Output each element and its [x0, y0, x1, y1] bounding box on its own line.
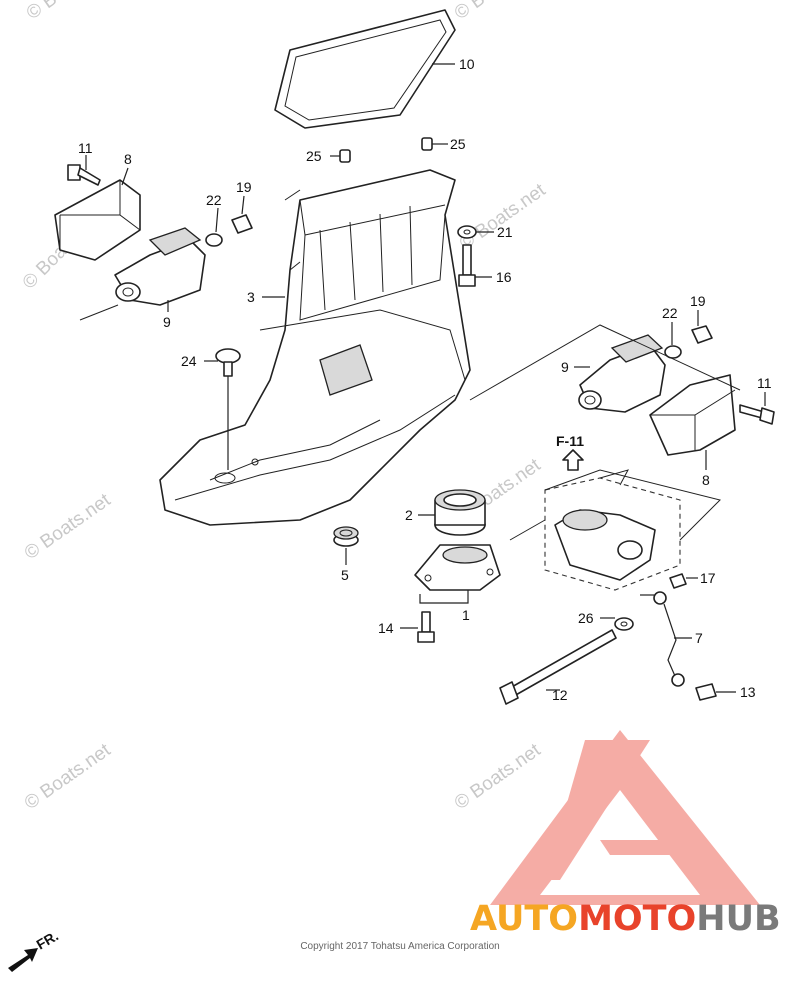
- part-2-bearing: [434, 489, 486, 536]
- brand-logo: [490, 730, 760, 905]
- callout-7: 7: [695, 630, 703, 646]
- callout-25-right: 25: [450, 136, 466, 152]
- callout-14: 14: [378, 620, 394, 636]
- figure-ref-arrow: [562, 449, 584, 471]
- svg-text:AUTOMOTOHUB: AUTOMOTOHUB: [470, 899, 781, 939]
- part-14-bolt: [417, 611, 435, 643]
- callout-16: 16: [496, 269, 512, 285]
- part-3-gear-case: [159, 169, 471, 526]
- callout-1: 1: [462, 607, 470, 623]
- part-17-bolt: [669, 573, 687, 589]
- callout-22-right: 22: [662, 305, 678, 321]
- part-13-bolt: [695, 683, 717, 701]
- part-21-washer: [457, 225, 477, 239]
- callout-2: 2: [405, 507, 413, 523]
- part-1-housing: [414, 544, 501, 591]
- watermark-1: © Boats.net: [23, 0, 117, 24]
- callout-25-left: 25: [306, 148, 322, 164]
- callout-12: 12: [552, 687, 568, 703]
- watermark-4: © Boats.net: [456, 179, 550, 254]
- brand-moto: MOTO: [578, 899, 696, 939]
- callout-9-left: 9: [163, 314, 171, 330]
- left-mount-group: [54, 164, 253, 321]
- callout-9-right: 9: [561, 359, 569, 375]
- figure-ref: F-11: [556, 433, 584, 449]
- watermark-7: © Boats.net: [21, 739, 115, 814]
- brand-hub: HUB: [696, 899, 780, 939]
- watermark-8: © Boats.net: [451, 739, 545, 814]
- watermark-5: © Boats.net: [21, 489, 115, 564]
- part-12-bolt: [499, 629, 617, 705]
- f11-callout-box: [509, 469, 721, 591]
- callout-24: 24: [181, 353, 197, 369]
- part-10-gasket: [274, 9, 456, 129]
- callout-8-left: 8: [124, 151, 132, 167]
- callout-21: 21: [497, 224, 513, 240]
- right-mount-group: [469, 324, 775, 456]
- brand-auto: AUTO: [470, 899, 578, 939]
- part-7-ground-wire: [653, 591, 685, 687]
- callout-19-left: 19: [236, 179, 252, 195]
- callout-19-right: 19: [690, 293, 706, 309]
- part-16-bolt: [458, 244, 476, 287]
- watermark-2: © Boats.net: [451, 0, 545, 24]
- leader-lines: [85, 63, 766, 693]
- part-5-seal: [333, 526, 359, 547]
- part-25-pins: [339, 137, 433, 163]
- callout-11-left: 11: [78, 140, 93, 156]
- callout-10: 10: [459, 56, 475, 72]
- callout-8-right: 8: [702, 472, 710, 488]
- front-direction-arrow: [8, 948, 38, 972]
- callout-13: 13: [740, 684, 756, 700]
- callout-labels: 10 11 8 19 22 25 25 21 16 3 9 24 22 19 9…: [34, 56, 772, 953]
- callout-5: 5: [341, 567, 349, 583]
- callout-17: 17: [700, 570, 716, 586]
- copyright-text: Copyright 2017 Tohatsu America Corporati…: [300, 941, 500, 952]
- callout-26: 26: [578, 610, 594, 626]
- brand-wordmark: AUTOMOTOHUB: [470, 899, 781, 939]
- part-26-washer: [614, 617, 634, 631]
- callout-3: 3: [247, 289, 255, 305]
- callout-11-right: 11: [757, 375, 772, 391]
- part-24-plug: [215, 348, 241, 377]
- callout-22-left: 22: [206, 192, 222, 208]
